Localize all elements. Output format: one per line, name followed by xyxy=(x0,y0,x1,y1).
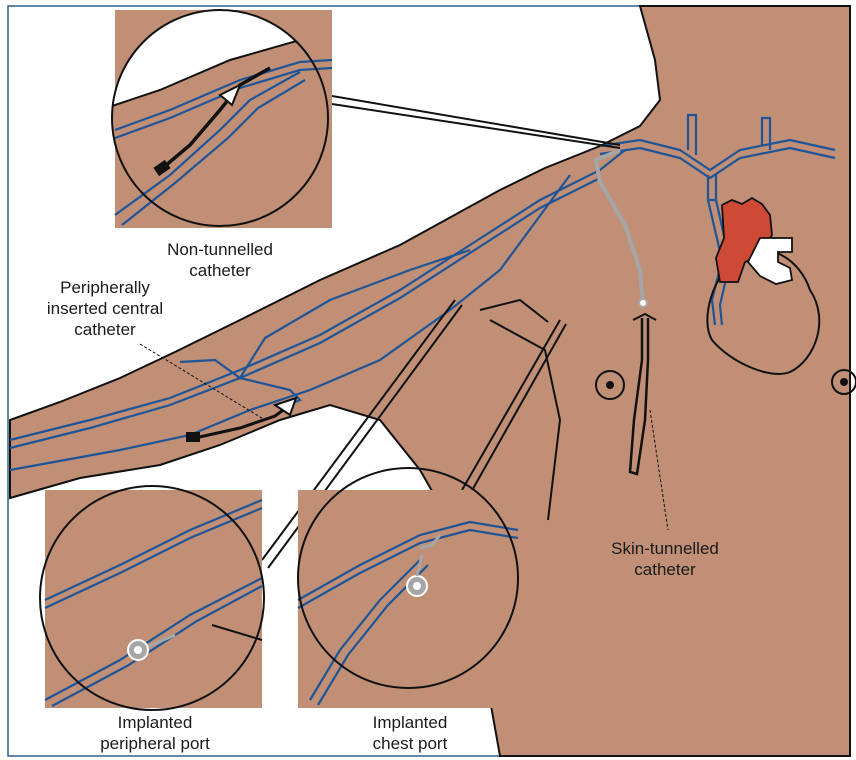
label-peripheral-port-line1: Implanted xyxy=(85,712,225,733)
label-chest-port-line1: Implanted xyxy=(340,712,480,733)
inset-non-tunnelled xyxy=(100,0,340,240)
label-non-tunnelled: Non-tunnelled catheter xyxy=(150,239,290,281)
label-picc: Peripherally inserted central catheter xyxy=(30,277,180,340)
label-skin-tunnelled-line2: catheter xyxy=(595,559,735,580)
label-peripheral-port-line2: peripheral port xyxy=(85,733,225,754)
label-picc-line2: inserted central xyxy=(30,298,180,319)
label-picc-line1: Peripherally xyxy=(30,277,180,298)
label-chest-port-line2: chest port xyxy=(340,733,480,754)
label-picc-line3: catheter xyxy=(30,319,180,340)
label-non-tunnelled-line1: Non-tunnelled xyxy=(150,239,290,260)
label-skin-tunnelled: Skin-tunnelled catheter xyxy=(595,538,735,580)
label-peripheral-port: Implanted peripheral port xyxy=(85,712,225,754)
inset-chest-port xyxy=(298,468,518,708)
label-chest-port: Implanted chest port xyxy=(340,712,480,754)
label-skin-tunnelled-line1: Skin-tunnelled xyxy=(595,538,735,559)
inset-peripheral-port xyxy=(40,486,264,710)
